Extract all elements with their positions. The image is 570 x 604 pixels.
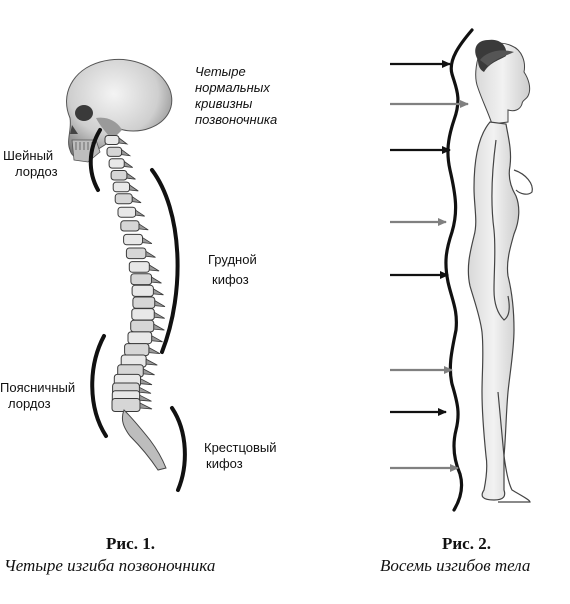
vertebra: [128, 261, 150, 273]
vertebra-process: [129, 184, 139, 192]
cervical-curve-bracket: [88, 128, 102, 192]
label-line: Крестцовый: [204, 440, 277, 455]
vertebra: [131, 308, 155, 321]
arrows-group: [390, 60, 469, 472]
vertebra-process: [123, 160, 133, 168]
vertebra: [114, 193, 133, 205]
vertebra-process: [131, 195, 142, 204]
figure2-caption-title: Рис. 2.: [442, 534, 491, 553]
vertebra-process: [138, 223, 149, 231]
figure1-caption-title: Рис. 1.: [106, 534, 155, 553]
vertebra: [123, 233, 143, 246]
label-line: кифоз: [212, 272, 249, 287]
figure1-title-line: Четыре: [195, 64, 246, 79]
figure1-caption-subtitle: Четыре изгиба позвоночника: [4, 556, 216, 575]
vertebra-process: [153, 288, 164, 296]
skull: [66, 59, 173, 163]
label-line: Шейный: [3, 148, 54, 163]
vertebra-process: [121, 148, 132, 157]
thoracic-curve-bracket: [150, 168, 180, 354]
vertebra: [130, 319, 155, 333]
figure2-caption-subtitle: Восемь изгибов тела: [380, 556, 531, 575]
vertebra: [104, 135, 120, 145]
standing-body-silhouette: [467, 39, 533, 503]
vertebra-process: [153, 323, 165, 331]
label-line: Грудной: [208, 252, 257, 267]
sacrum: [121, 409, 167, 471]
figure1-title-line: нормальных: [195, 80, 270, 95]
vertebra: [124, 343, 150, 357]
vertebra: [111, 398, 141, 412]
vertebra: [120, 220, 140, 232]
vertebra-process: [145, 358, 158, 366]
vertebra-process: [118, 137, 129, 145]
figure1-title-line: позвоночника: [195, 112, 278, 127]
vertebra: [110, 170, 128, 181]
figure1-title: Четыре нормальных кривизны позвоночника: [195, 64, 277, 128]
vertebra-process: [139, 394, 152, 402]
sacral-curve-bracket: [170, 406, 187, 492]
vertebra-process: [151, 335, 163, 343]
label-cervical: Шейный лордоз: [3, 148, 58, 180]
label-thoracic: Грудной кифоз: [208, 252, 257, 288]
vertebra-process: [153, 311, 165, 319]
vertebra: [106, 146, 123, 157]
vertebra-process: [126, 172, 136, 180]
label-lumbar: Поясничный лордоз: [0, 380, 75, 412]
vertebra-process: [142, 236, 153, 244]
vertebra: [108, 158, 125, 169]
lumbar-curve-bracket: [90, 334, 108, 438]
vertebra: [112, 181, 131, 193]
vertebra-process: [142, 368, 155, 376]
vertebra-process: [135, 209, 145, 217]
vertebra: [117, 206, 137, 218]
vertebra-process: [154, 299, 166, 307]
vertebra-process: [139, 402, 153, 410]
vertebra: [125, 247, 147, 260]
label-line: кифоз: [206, 456, 243, 471]
vertebra: [130, 273, 153, 286]
label-line: лордоз: [8, 396, 51, 411]
vertebra-process: [148, 346, 161, 354]
vertebra-process: [145, 250, 156, 258]
vertebra: [127, 331, 153, 345]
label-line: Поясничный: [0, 380, 76, 395]
vertebra-process: [140, 378, 153, 386]
vertebra-process: [139, 386, 152, 394]
vertebra-process: [151, 276, 162, 284]
label-sacral: Крестцовый кифоз: [204, 440, 277, 472]
vertebra-process: [148, 264, 160, 272]
vertebra: [131, 284, 154, 297]
figure1-title-line: кривизны: [195, 96, 253, 111]
vertebra: [132, 296, 156, 309]
label-line: лордоз: [15, 164, 58, 179]
